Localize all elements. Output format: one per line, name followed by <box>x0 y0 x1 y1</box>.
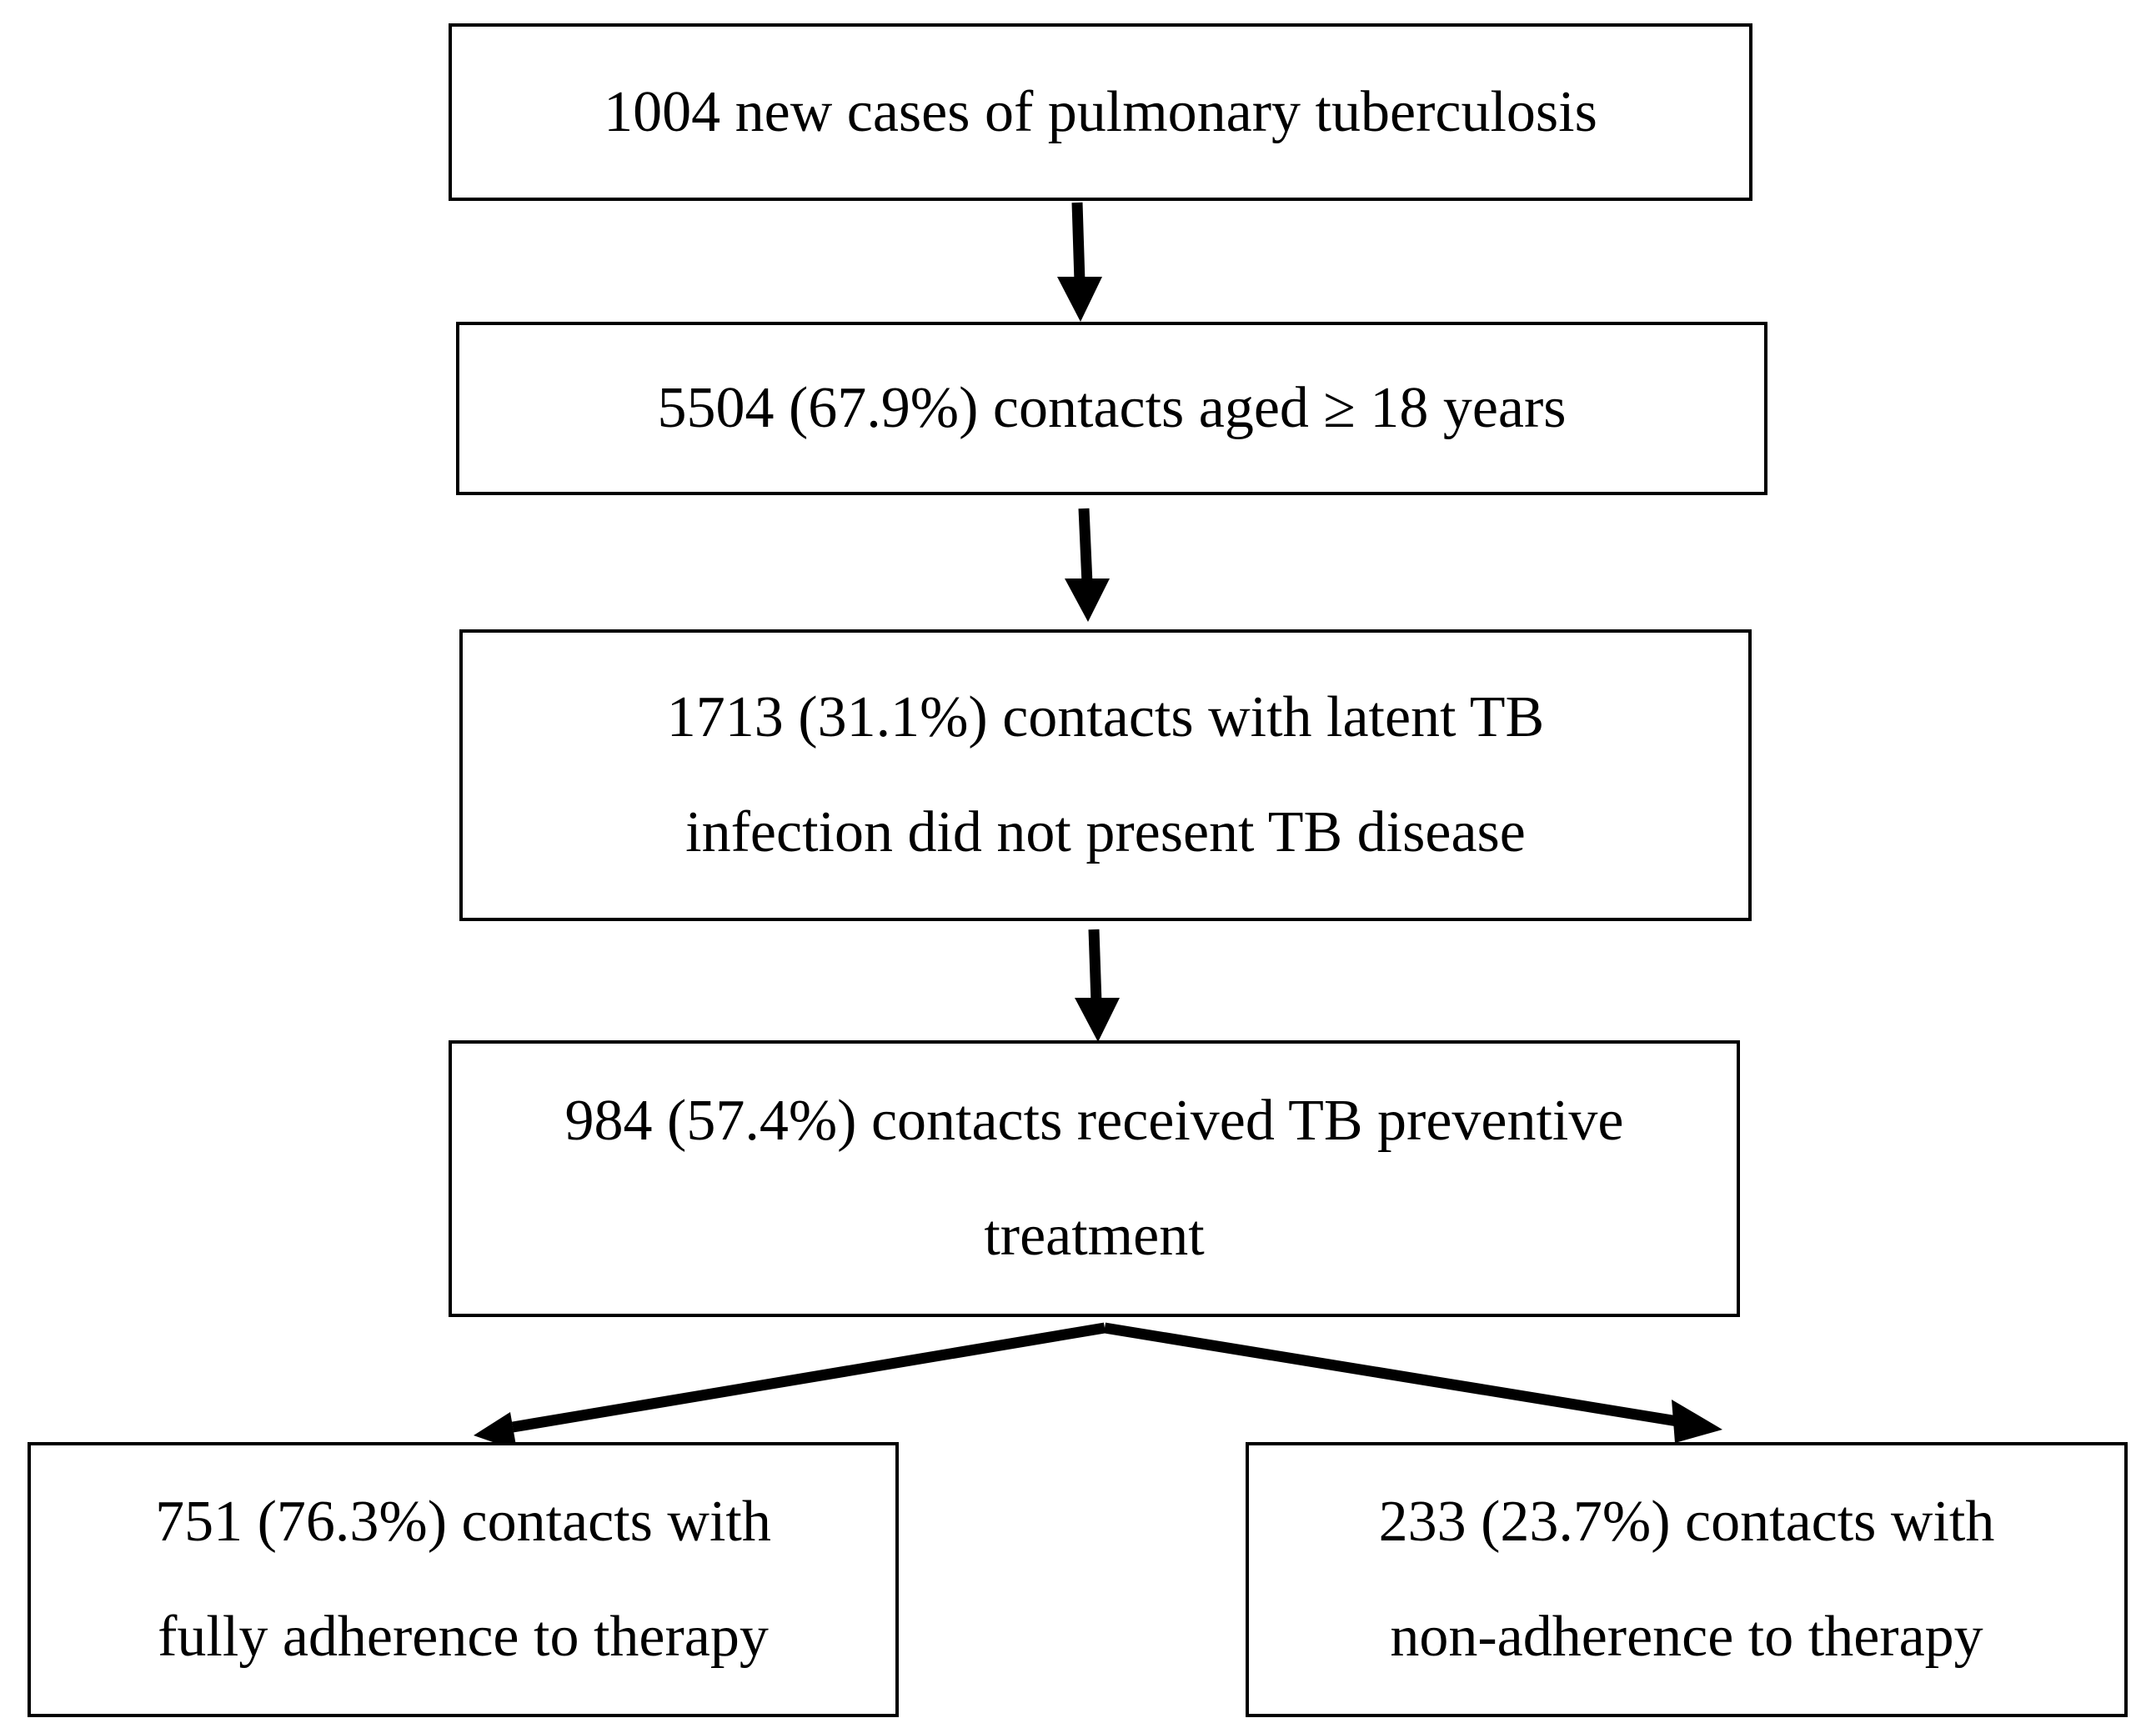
step-latent-tb-text-line2: infection did not present TB disease <box>685 800 1526 864</box>
arrow-step2-to-step3 <box>1065 508 1110 622</box>
step-new-cases-text: 1004 new cases of pulmonary tuberculosis <box>604 79 1597 144</box>
step-new-cases-box: 1004 new cases of pulmonary tuberculosis <box>449 23 1752 201</box>
step-latent-tb-text-line1: 1713 (31.1%) contacts with latent TB <box>666 685 1545 749</box>
outcome-non-adherence-text-line1: 233 (23.7%) contacts with <box>1378 1490 1995 1554</box>
step-adult-contacts-box: 5504 (67.9%) contacts aged ≥ 18 years <box>456 322 1767 495</box>
outcome-non-adherence-box: 233 (23.7%) contacts with non-adherence … <box>1246 1442 2128 1717</box>
arrow-step4-to-left-outcome <box>474 1322 1106 1450</box>
outcome-non-adherence-text-line2: non-adherence to therapy <box>1390 1605 1983 1669</box>
arrow-step3-to-step4 <box>1075 929 1120 1042</box>
step-preventive-treatment-box: 984 (57.4%) contacts received TB prevent… <box>449 1040 1740 1317</box>
outcome-full-adherence-text-line2: fully adherence to therapy <box>158 1605 769 1669</box>
step-latent-tb-box: 1713 (31.1%) contacts with latent TB inf… <box>459 629 1752 921</box>
outcome-full-adherence-box: 751 (76.3%) contacts with fully adherenc… <box>28 1442 899 1717</box>
outcome-full-adherence-text-line1: 751 (76.3%) contacts with <box>155 1490 771 1554</box>
arrow-step4-to-right-outcome <box>1103 1322 1722 1443</box>
step-preventive-treatment-text-line2: treatment <box>984 1204 1205 1268</box>
step-preventive-treatment-text-line1: 984 (57.4%) contacts received TB prevent… <box>564 1089 1624 1153</box>
step-adult-contacts-text: 5504 (67.9%) contacts aged ≥ 18 years <box>657 376 1567 440</box>
arrow-step1-to-step2 <box>1057 202 1102 322</box>
